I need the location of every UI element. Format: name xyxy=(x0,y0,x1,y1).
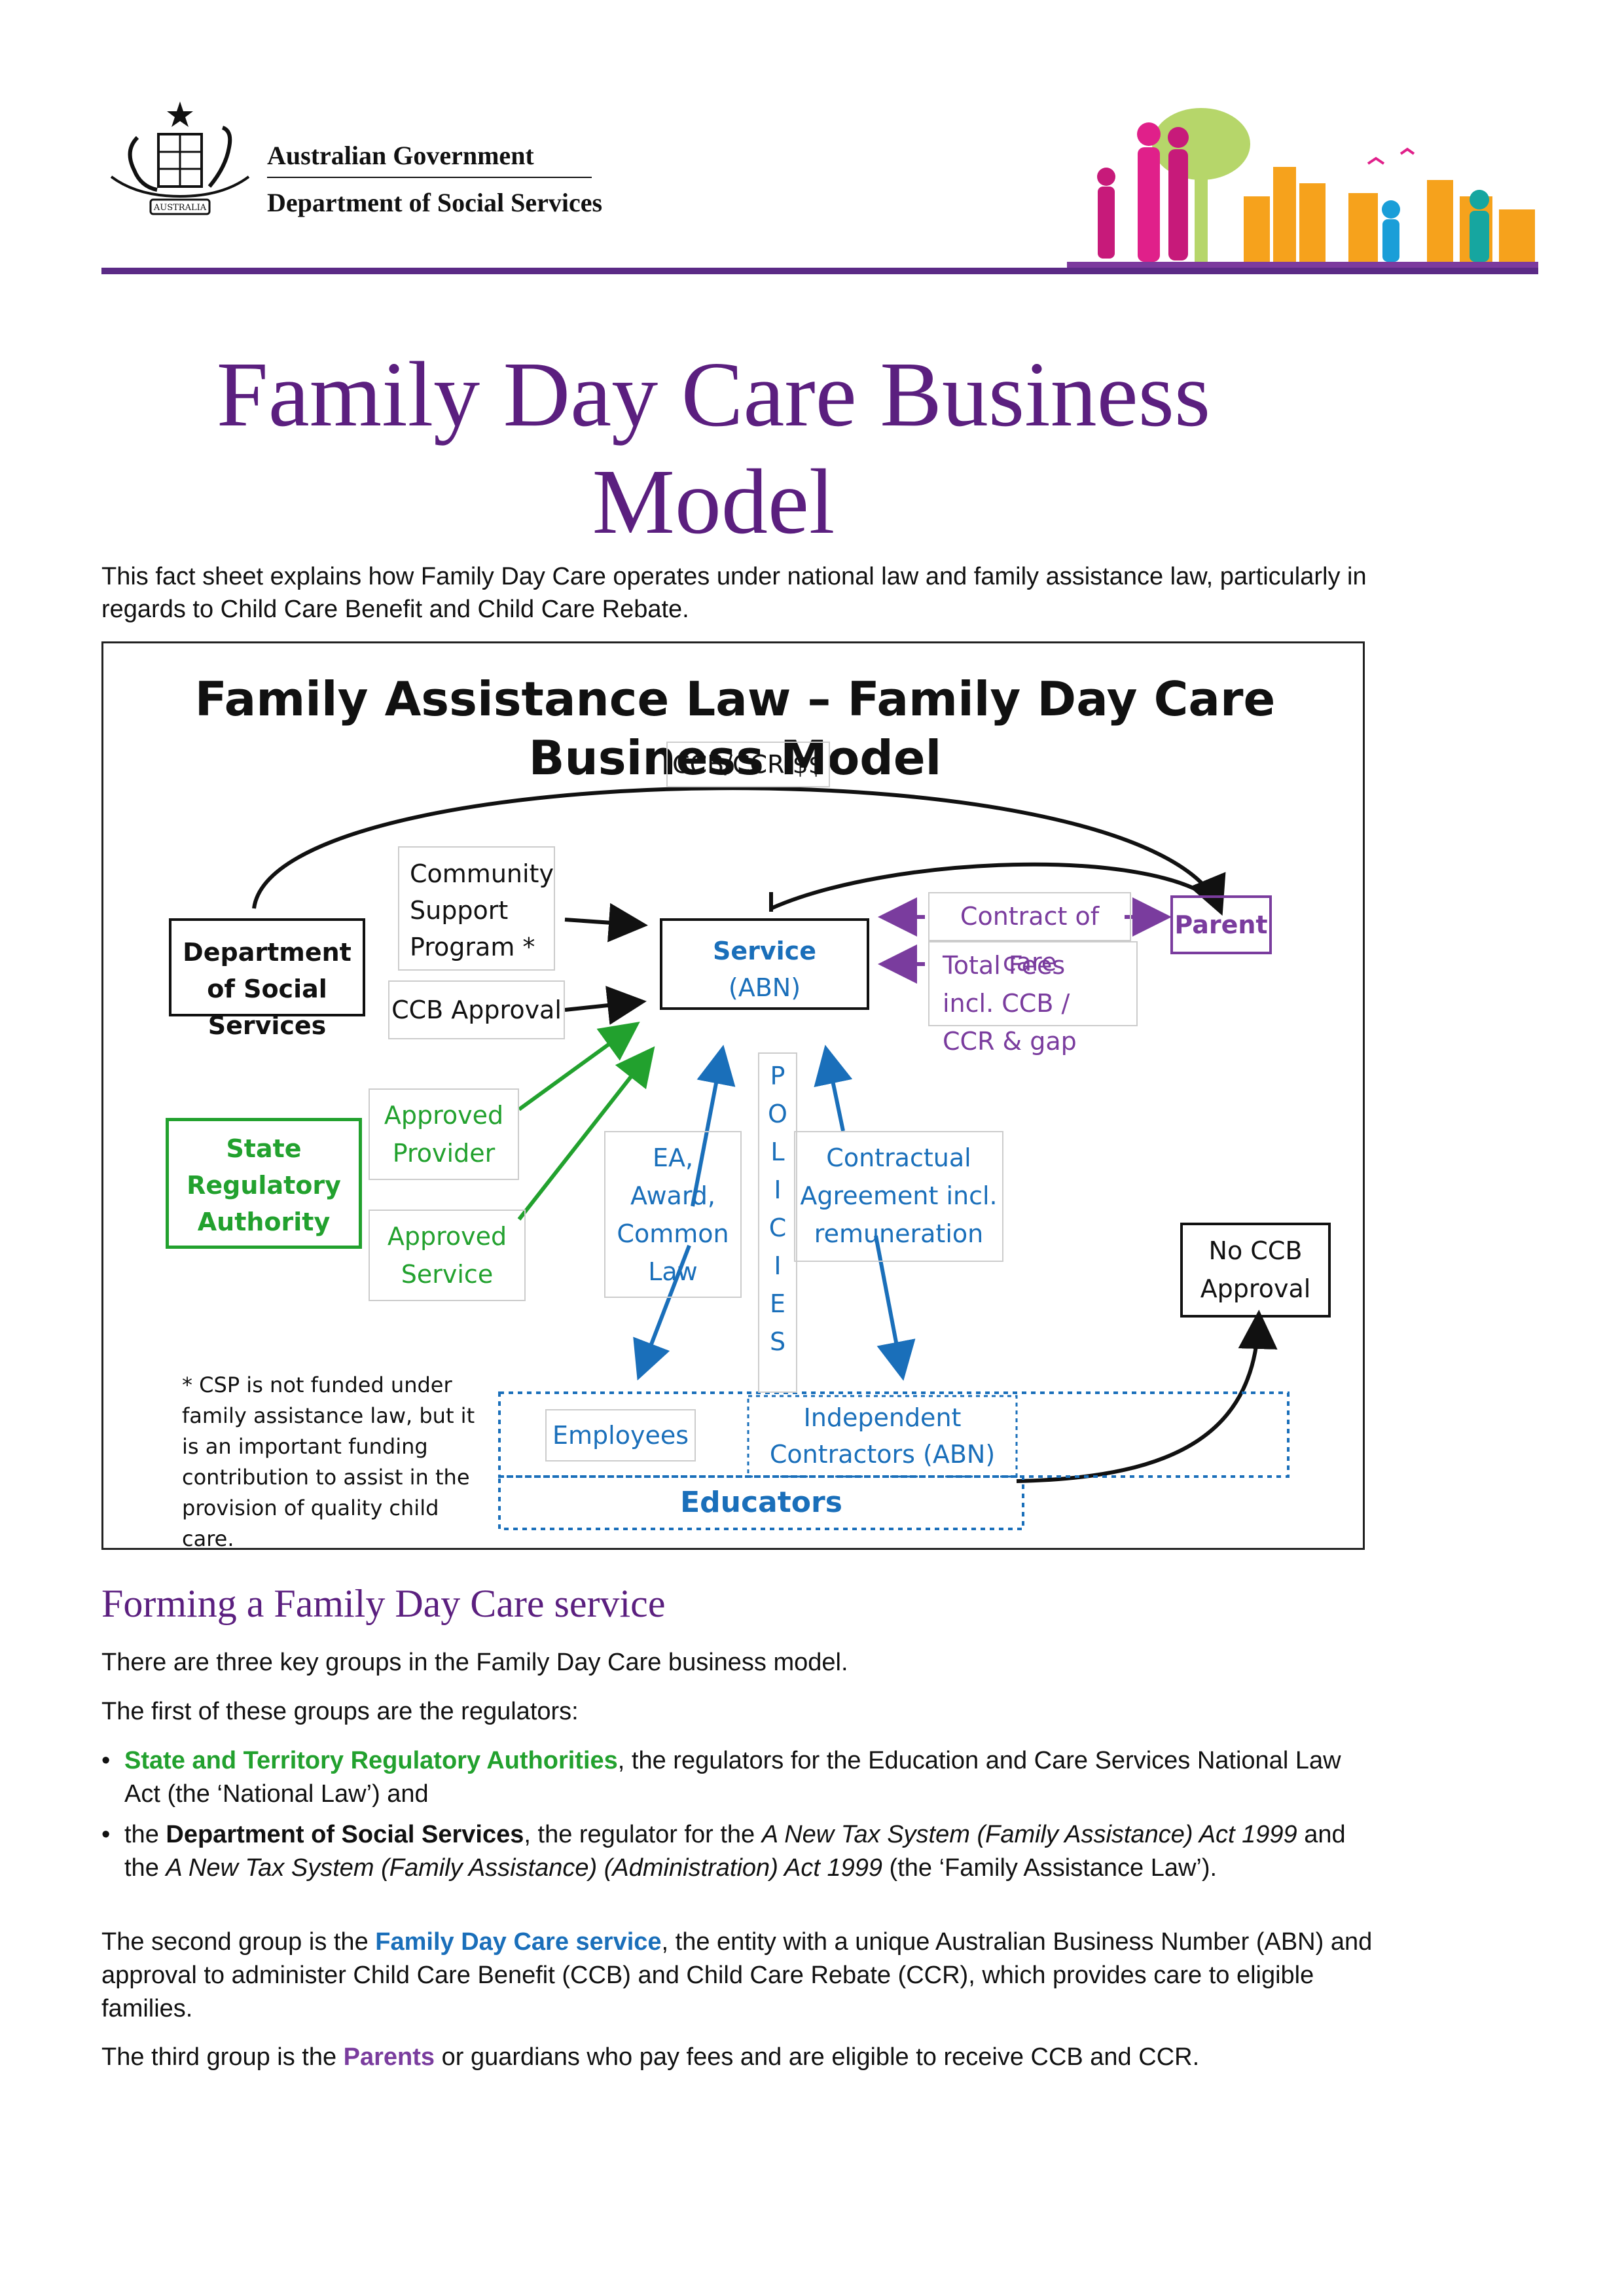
parents-strong: Parents xyxy=(343,2043,435,2071)
paragraph-parents: The third group is the Parents or guardi… xyxy=(101,2041,1378,2074)
dept-box: Department of Social Services xyxy=(169,918,365,1040)
service-box: Service (ABN) xyxy=(660,918,869,1010)
dept-name: Department of Social Services xyxy=(267,188,603,217)
contract-of-care-label: Contract of care xyxy=(928,892,1131,977)
educators-label: Educators xyxy=(680,1486,842,1519)
policies-letter: E xyxy=(769,1289,785,1318)
family-city-banner-icon xyxy=(1067,108,1538,274)
diagram-title: Family Assistance Law – Family Day Care … xyxy=(194,672,1276,785)
dss-strong: Department of Social Services xyxy=(166,1821,524,1848)
no-ccb-approval-box: No CCB Approval xyxy=(1180,1223,1331,1318)
approved-service-label: Approved Service xyxy=(369,1210,526,1301)
intro-paragraph: This fact sheet explains how Family Day … xyxy=(101,563,1367,623)
bullet-text: , the regulator for the xyxy=(524,1821,762,1848)
ea-award-label: EA, Award, Common Law xyxy=(604,1131,742,1298)
ccb-ccr-label: CCB/CCR $$ xyxy=(666,742,830,787)
bullet-dss: the Department of Social Services, the r… xyxy=(101,1818,1378,1885)
total-fees-label: Total Fees incl. CCB / CCR & gap xyxy=(928,941,1138,1056)
bullet-text: and the xyxy=(124,1821,1346,1882)
policies-letter: C xyxy=(768,1213,787,1242)
policies-letter: L xyxy=(770,1138,785,1166)
crest-text: AUSTRALIA xyxy=(153,203,207,213)
paragraph-service: The second group is the Family Day Care … xyxy=(101,1926,1378,2026)
policies-column: P O L I C I E S xyxy=(758,1052,797,1393)
state-authorities-strong: State and Territory Regulatory Authoriti… xyxy=(124,1747,618,1774)
approved-provider-label: Approved Provider xyxy=(369,1088,519,1180)
policies-letter: S xyxy=(769,1327,786,1356)
act-name: A New Tax System (Family Assistance) (Ad… xyxy=(166,1854,882,1882)
paragraph-regulators: The first of these groups are the regula… xyxy=(101,1698,579,1725)
service-abn: (ABN) xyxy=(728,973,801,1002)
coat-of-arms-icon: AUSTRALIA xyxy=(110,101,250,215)
para-text: The second group is the xyxy=(101,1928,376,1956)
para-text: The third group is the xyxy=(101,2043,344,2071)
gov-name: Australian Government xyxy=(267,141,534,170)
parent-box: Parent xyxy=(1170,895,1272,954)
employees-label: Employees xyxy=(545,1409,696,1462)
header-bar xyxy=(101,268,1538,274)
bullet-state-authorities: State and Territory Regulatory Authoriti… xyxy=(101,1744,1378,1811)
policies-letter: I xyxy=(774,1251,782,1280)
ccb-approval-label: CCB Approval xyxy=(388,980,565,1039)
act-name: A New Tax System (Family Assistance) Act… xyxy=(761,1821,1297,1848)
policies-letter: O xyxy=(768,1100,787,1128)
para-text: , the entity with a unique Australian Bu… xyxy=(101,1928,1373,2022)
bullet-text: the xyxy=(124,1821,166,1848)
section-heading: Forming a Family Day Care service xyxy=(101,1582,666,1625)
community-support-label: Community Support Program * xyxy=(398,846,555,971)
independent-contractors-label: Independent Contractors (ABN) xyxy=(769,1403,996,1469)
paragraph-groups: There are three key groups in the Family… xyxy=(101,1649,848,1676)
contractual-agreement-label: Contractual Agreement incl. remuneration xyxy=(794,1131,1003,1262)
bullet-text: , the regulators for the Education and C… xyxy=(124,1747,1341,1808)
page-title: Family Day Care Business Model xyxy=(216,342,1211,553)
state-regulatory-box: State Regulatory Authority xyxy=(166,1118,362,1249)
diagram-arrows xyxy=(252,786,1290,1530)
service-name: Service xyxy=(713,937,816,965)
service-strong: Family Day Care service xyxy=(375,1928,662,1956)
header-divider xyxy=(267,177,592,178)
policies-letter: P xyxy=(770,1062,785,1090)
business-model-diagram: Family Assistance Law – Family Day Care … xyxy=(101,641,1365,1551)
policies-letter: I xyxy=(774,1175,782,1204)
bullet-text: (the ‘Family Assistance Law’). xyxy=(882,1854,1218,1882)
csp-note: * CSP is not funded under family assista… xyxy=(182,1372,475,1551)
para-text: or guardians who pay fees and are eligib… xyxy=(435,2043,1200,2071)
